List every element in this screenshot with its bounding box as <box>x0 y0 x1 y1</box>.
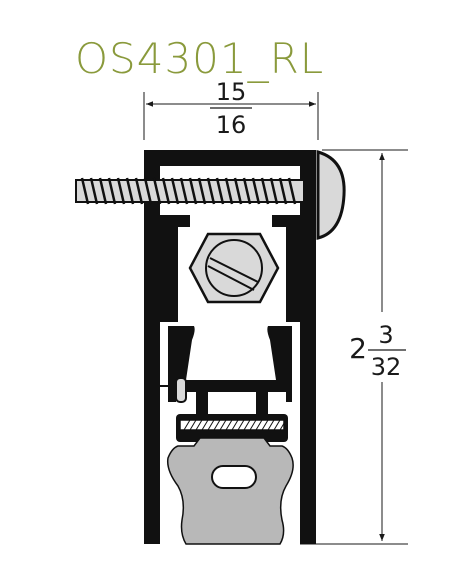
aluminum-housing <box>144 150 316 544</box>
mounting-screw <box>75 177 305 205</box>
hex-adjust-bolt <box>188 232 280 304</box>
seal-slot <box>211 465 257 489</box>
seal-backing-strip <box>179 419 287 431</box>
product-title: OS4301_RL <box>75 34 324 83</box>
height-denominator: 32 <box>371 353 402 381</box>
width-denominator: 16 <box>216 111 247 139</box>
height-numerator: 3 <box>378 321 393 349</box>
release-pin <box>156 377 187 403</box>
height-whole: 2 <box>349 332 367 365</box>
width-numerator: 15 <box>216 78 247 106</box>
neoprene-seal <box>166 437 294 545</box>
height-label-backdrop <box>346 312 418 382</box>
screw-head <box>316 150 346 240</box>
